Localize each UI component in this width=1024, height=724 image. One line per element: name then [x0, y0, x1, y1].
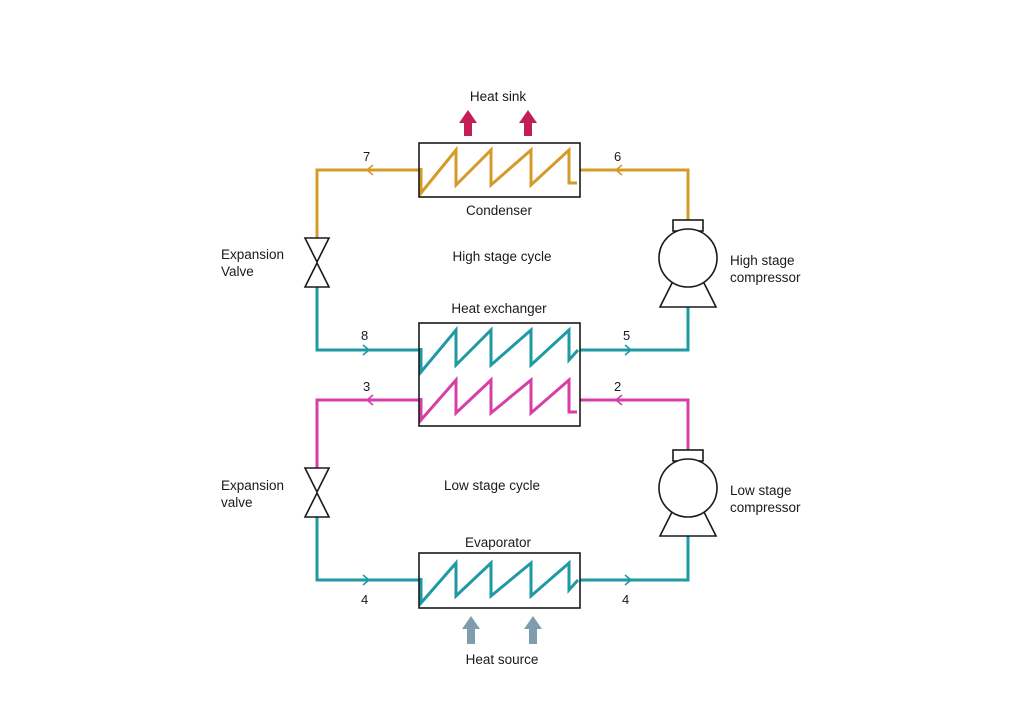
low-compressor-label-line1: Low stage	[730, 483, 792, 498]
evaporator-box	[418, 552, 581, 609]
expansion-valve-low-label-line1: Expansion	[221, 478, 284, 493]
expansion-valve-high-label-line1: Expansion	[221, 247, 284, 262]
low-compressor-label-line2: compressor	[730, 500, 801, 515]
heat-exchanger-lower-coil	[419, 376, 577, 424]
low-stage-cycle-label: Low stage cycle	[444, 478, 540, 493]
mid-stage-pipe-right	[580, 307, 690, 352]
flow-arrow-4-right	[624, 574, 633, 586]
mid-stage-loop	[315, 287, 690, 377]
heat-exchanger-upper-coil	[419, 325, 580, 377]
state-point-4-left: 4	[361, 592, 368, 607]
heat-sink-label: Heat sink	[470, 89, 527, 104]
condenser-box	[418, 142, 581, 198]
state-point-2: 2	[614, 379, 621, 394]
flow-arrow-8	[362, 344, 371, 356]
high-stage-pipe-left	[315, 168, 419, 238]
heat-sink-arrow-icon	[459, 110, 477, 136]
expansion-valve-high-icon	[303, 237, 331, 288]
low-stage-compressor-icon	[658, 449, 718, 537]
heat-sink-arrows	[459, 110, 537, 136]
low-stage-pipe-left	[315, 398, 419, 468]
expansion-valve-high-label-line2: Valve	[221, 264, 254, 279]
expansion-valve-low-label-line2: valve	[221, 495, 253, 510]
flow-arrow-4-left	[362, 574, 371, 586]
heat-source-arrow-icon	[462, 616, 480, 644]
heat-source-label: Heat source	[466, 652, 539, 667]
heat-exchanger-box	[418, 322, 581, 427]
evaporator-label: Evaporator	[465, 535, 532, 550]
flow-arrow-2	[614, 394, 623, 406]
flow-arrow-6	[614, 164, 623, 176]
state-point-5: 5	[623, 328, 630, 343]
evaporator-pipe-right	[580, 536, 690, 582]
mid-stage-pipe-left	[315, 287, 419, 352]
high-compressor-label-line1: High stage	[730, 253, 795, 268]
state-point-6: 6	[614, 149, 621, 164]
high-stage-loop	[315, 145, 690, 238]
heat-source-arrow-icon	[524, 616, 542, 644]
low-stage-pipe-right	[580, 398, 690, 450]
flow-arrow-3	[365, 394, 374, 406]
flow-arrow-7	[365, 164, 374, 176]
high-stage-pipe-right	[580, 168, 690, 220]
heat-exchanger-label: Heat exchanger	[451, 301, 547, 316]
state-point-8: 8	[361, 328, 368, 343]
low-stage-loop	[315, 376, 690, 468]
evaporator-coil	[419, 559, 580, 607]
state-point-4-right: 4	[622, 592, 629, 607]
heat-source-arrows	[462, 616, 542, 644]
high-stage-compressor-icon	[658, 219, 718, 308]
heat-sink-arrow-icon	[519, 110, 537, 136]
state-point-7: 7	[363, 149, 370, 164]
evaporator-pipe-left	[315, 517, 419, 582]
condenser-coil	[419, 145, 577, 198]
flow-arrow-5	[624, 344, 633, 356]
state-point-3: 3	[363, 379, 370, 394]
expansion-valve-low-icon	[303, 467, 331, 518]
high-compressor-label-line2: compressor	[730, 270, 801, 285]
evaporator-loop	[315, 517, 690, 607]
high-stage-cycle-label: High stage cycle	[452, 249, 551, 264]
condenser-label: Condenser	[466, 203, 533, 218]
